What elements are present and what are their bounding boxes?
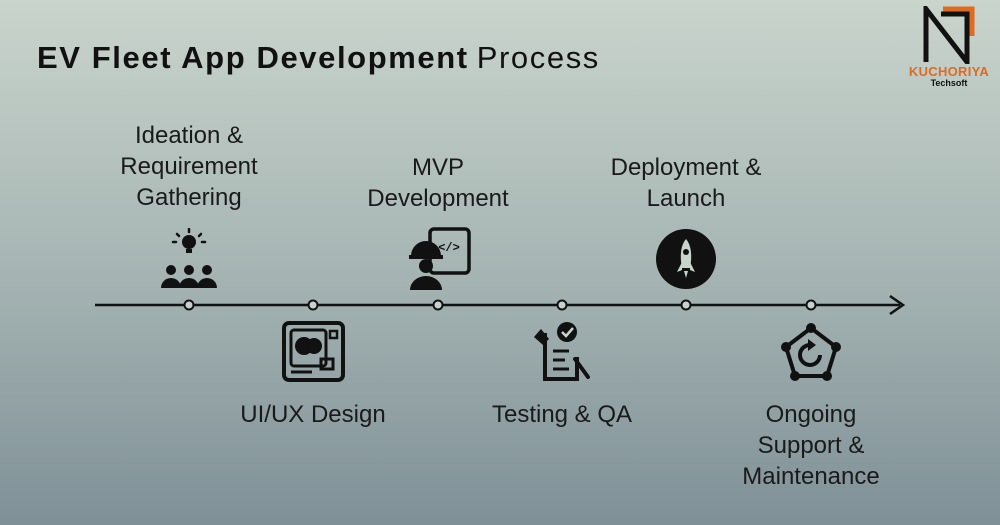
svg-text:</>: </> (438, 241, 460, 255)
logo-mark-icon (923, 6, 975, 64)
logo-sub-text: Techsoft (930, 78, 968, 88)
timeline-node (307, 299, 319, 311)
timeline-node (432, 299, 444, 311)
title-bold: EV Fleet App Development (37, 40, 469, 75)
step-label-support: Ongoing Support & Maintenance (742, 401, 880, 490)
brand-logo: KUCHORIYA Techsoft (905, 6, 993, 90)
design-board-icon (282, 321, 345, 382)
step-label-ideation: Ideation & Requirement Gathering (120, 122, 258, 211)
checklist-icon (534, 322, 590, 381)
ideation-team-icon (161, 228, 217, 288)
maintenance-cycle-icon (781, 323, 841, 381)
title-light: Process (476, 40, 600, 75)
timeline-node (680, 299, 692, 311)
timeline-node (556, 299, 568, 311)
step-label-deployment: Deployment & Launch (610, 154, 762, 212)
timeline-arrow-icon (889, 294, 906, 316)
timeline-node (183, 299, 195, 311)
rocket-icon (656, 229, 716, 289)
step-label-testing: Testing & QA (491, 401, 633, 428)
step-label-uiux: UI/UX Design (240, 401, 386, 428)
timeline-node (805, 299, 817, 311)
logo-brand-text: KUCHORIYA (908, 64, 990, 79)
developer-code-icon: </> (409, 227, 471, 290)
step-label-mvp: MVP Development (367, 154, 509, 212)
